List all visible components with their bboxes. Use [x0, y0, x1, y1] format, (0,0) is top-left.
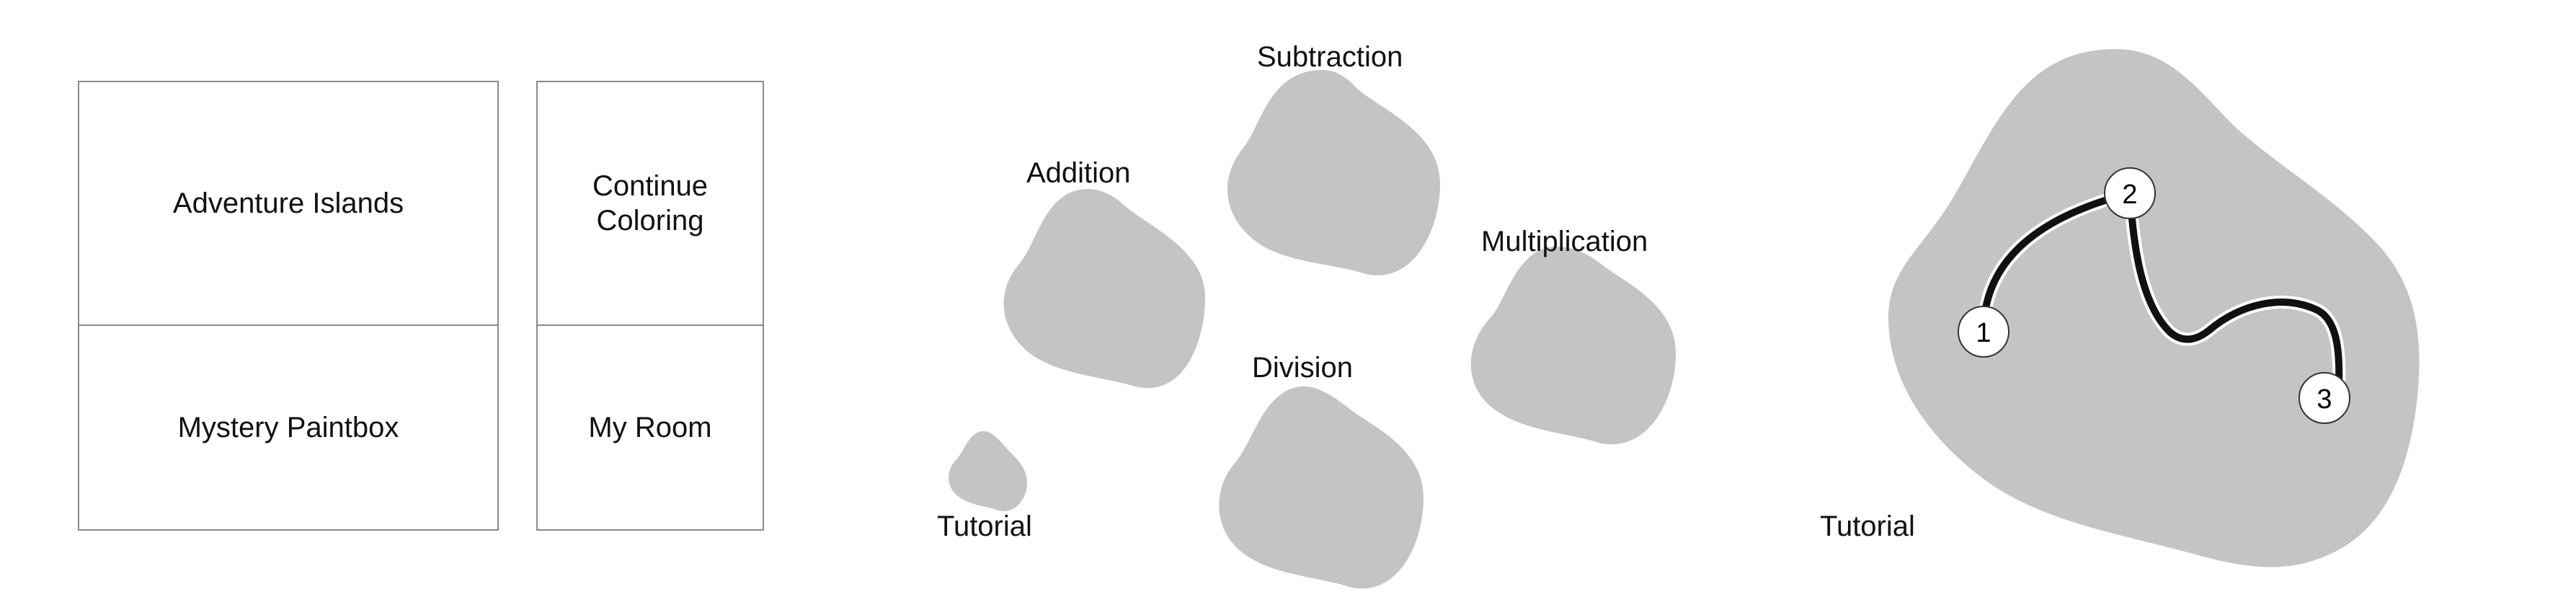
multiplication-island[interactable] — [1470, 247, 1676, 445]
level-node-3[interactable]: 3 — [2299, 372, 2350, 424]
subtraction-label[interactable]: Subtraction — [1257, 41, 1403, 73]
tutorial-island-small[interactable] — [949, 431, 1027, 511]
adventure-islands-button[interactable]: Adventure Islands — [78, 81, 499, 326]
my-room-label: My Room — [588, 412, 712, 443]
continue-coloring-button[interactable]: Continue Coloring — [536, 81, 764, 326]
division-label[interactable]: Division — [1252, 352, 1354, 384]
level-node-1-label: 1 — [1976, 318, 1991, 348]
subtraction-island[interactable] — [1227, 70, 1440, 275]
addition-island[interactable] — [1003, 189, 1205, 389]
level-path — [1980, 190, 2343, 400]
addition-label[interactable]: Addition — [1026, 157, 1131, 189]
multiplication-label[interactable]: Multiplication — [1481, 226, 1648, 257]
level-node-2-label: 2 — [2122, 180, 2137, 210]
my-room-button[interactable]: My Room — [536, 324, 764, 531]
level-node-3-label: 3 — [2317, 384, 2332, 415]
tutorial-label[interactable]: Tutorial — [937, 510, 1032, 542]
mystery-paintbox-label: Mystery Paintbox — [177, 412, 399, 443]
level-node-1[interactable]: 1 — [1958, 306, 2009, 358]
division-island[interactable] — [1219, 386, 1424, 589]
continue-coloring-label: Continue Coloring — [592, 170, 709, 237]
tutorial-island-title: Tutorial — [1820, 510, 1915, 542]
mystery-paintbox-button[interactable]: Mystery Paintbox — [78, 324, 499, 531]
adventure-islands-label: Adventure Islands — [172, 187, 404, 219]
level-node-2[interactable]: 2 — [2104, 167, 2156, 219]
